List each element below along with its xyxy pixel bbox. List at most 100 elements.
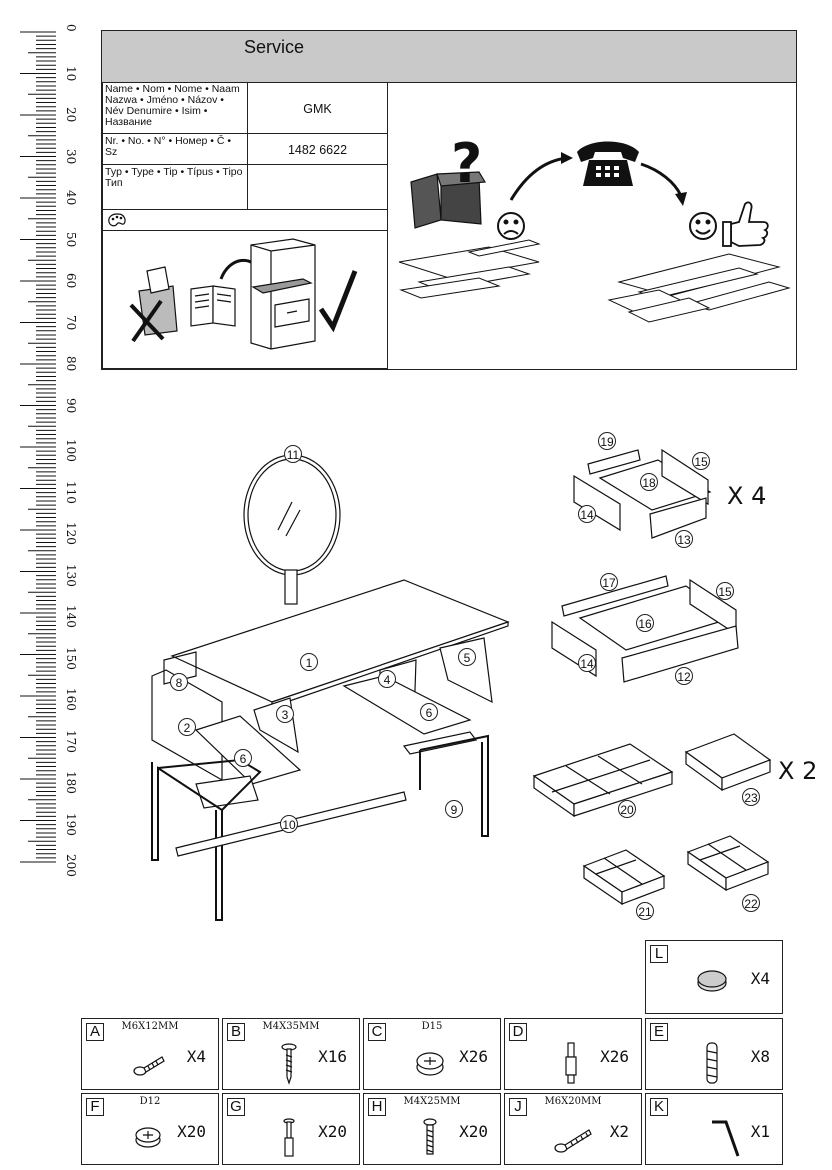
hardware-letter: F: [86, 1098, 104, 1116]
hardware-size: M4X35MM: [262, 1021, 320, 1032]
hardware-c-icon: [416, 1052, 444, 1076]
name-label: Name • Nom • Nome • Naam Nazwa • Jméno •…: [105, 83, 240, 128]
hardware-quantity: X4: [750, 969, 770, 988]
small-drawer-quantity: X 4: [727, 482, 767, 510]
hardware-e-icon: [706, 1042, 718, 1084]
manual-icon: [190, 285, 236, 327]
name-value-cell: GMK: [247, 82, 388, 134]
ruler-label: 20: [64, 107, 78, 123]
type-label-cell: Typ • Type • Tip • Típus • Tipo Тип: [102, 164, 248, 210]
hardware-quantity: X2: [609, 1122, 629, 1141]
hardware-b-icon: [281, 1043, 297, 1085]
ruler-label: 60: [64, 273, 78, 289]
hardware-item-k: K X1: [645, 1093, 783, 1165]
arrow-from-phone-icon: [640, 162, 683, 197]
intact-panels-icon: [607, 253, 791, 323]
part-number: 13: [675, 530, 693, 548]
small-drawer-drawing: [573, 448, 712, 539]
part-number: 8: [170, 673, 188, 691]
check-mark-icon: [318, 270, 358, 333]
organizer-trays-drawing: [532, 733, 772, 906]
hardware-k-icon: [712, 1120, 740, 1157]
part-number: 3: [276, 705, 294, 723]
ruler-ticks: [20, 31, 56, 863]
ruler-label: 40: [64, 190, 78, 206]
hardware-quantity: X26: [600, 1047, 629, 1066]
service-table: Service Name • Nom • Nome • Naam Nazwa •…: [101, 30, 797, 370]
part-number: 9: [445, 800, 463, 818]
hardware-size: M6X20MM: [544, 1096, 602, 1107]
hardware-quantity: X4: [186, 1047, 206, 1066]
part-number: 6: [234, 749, 252, 767]
part-number: 22: [742, 894, 760, 912]
part-number: 17: [600, 573, 618, 591]
part-number: 6: [420, 703, 438, 721]
tray-quantity: X 2: [778, 757, 818, 785]
mirror-drawing: [243, 454, 341, 605]
hardware-item-l: L X4: [645, 940, 783, 1014]
telephone-icon: [577, 141, 639, 186]
ruler-label: 50: [64, 231, 78, 247]
hardware-size: M6X12MM: [121, 1021, 179, 1032]
part-number: 2: [178, 718, 196, 736]
hardware-quantity: X8: [750, 1047, 770, 1066]
part-number: 18: [640, 473, 658, 491]
part-number: 16: [636, 614, 654, 632]
hardware-letter: G: [227, 1098, 245, 1116]
hardware-a-icon: [133, 1056, 165, 1076]
hardware-quantity: X20: [177, 1122, 206, 1141]
hardware-letter: K: [650, 1098, 668, 1116]
ruler-label: 0: [64, 24, 78, 32]
hardware-d-icon: [565, 1042, 577, 1084]
hardware-letter: L: [650, 945, 668, 963]
hardware-letter: C: [368, 1023, 386, 1041]
damaged-panels-icon: [398, 239, 541, 299]
hardware-f-icon: [135, 1127, 161, 1148]
palette-cell: [102, 209, 388, 231]
discard-box-icon: [129, 266, 178, 343]
name-label-cell: Name • Nom • Nome • Naam Nazwa • Jméno •…: [102, 82, 248, 134]
hardware-size: D12: [139, 1096, 161, 1107]
parts-diagram: [151, 448, 772, 921]
hardware-letter: J: [509, 1098, 527, 1116]
service-call-illustration: ?: [398, 132, 791, 323]
part-number: 19: [598, 432, 616, 450]
hardware-letter: E: [650, 1023, 668, 1041]
part-number: 12: [675, 667, 693, 685]
hardware-quantity: X26: [459, 1047, 488, 1066]
hardware-letter: B: [227, 1023, 245, 1041]
number-label-cell: Nr. • No. • N° • Номер • Č • Sz: [102, 133, 248, 165]
part-number: 10: [280, 815, 298, 833]
hardware-size: M4X25MM: [403, 1096, 461, 1107]
type-label: Typ • Type • Tip • Típus • Tipo Тип: [105, 166, 243, 189]
part-number: 15: [692, 452, 710, 470]
part-number: 21: [636, 902, 654, 920]
ruler-label: 10: [64, 65, 78, 81]
type-value-cell: [247, 164, 388, 210]
hardware-item-j: J M6X20MM X2: [504, 1093, 642, 1165]
hardware-letter: A: [86, 1023, 104, 1041]
part-number: 20: [618, 800, 636, 818]
sad-face-icon: [497, 212, 525, 240]
happy-face-icon: [689, 212, 717, 240]
part-number: 11: [284, 445, 302, 463]
service-header: Service: [102, 31, 796, 83]
hardware-quantity: X20: [459, 1122, 488, 1141]
thumbs-up-icon: [722, 201, 769, 247]
open-box-icon: [410, 171, 487, 229]
part-number: 14: [578, 505, 596, 523]
hardware-quantity: X1: [750, 1122, 770, 1141]
part-number: 15: [716, 582, 734, 600]
ruler-label: 30: [64, 148, 78, 164]
hardware-j-icon: [554, 1129, 592, 1153]
service-title: Service: [244, 37, 305, 57]
number-value: 1482 6622: [287, 143, 348, 157]
hardware-h-icon: [423, 1118, 437, 1155]
hardware-quantity: X20: [318, 1122, 347, 1141]
hardware-item-g: G X20: [222, 1093, 360, 1165]
